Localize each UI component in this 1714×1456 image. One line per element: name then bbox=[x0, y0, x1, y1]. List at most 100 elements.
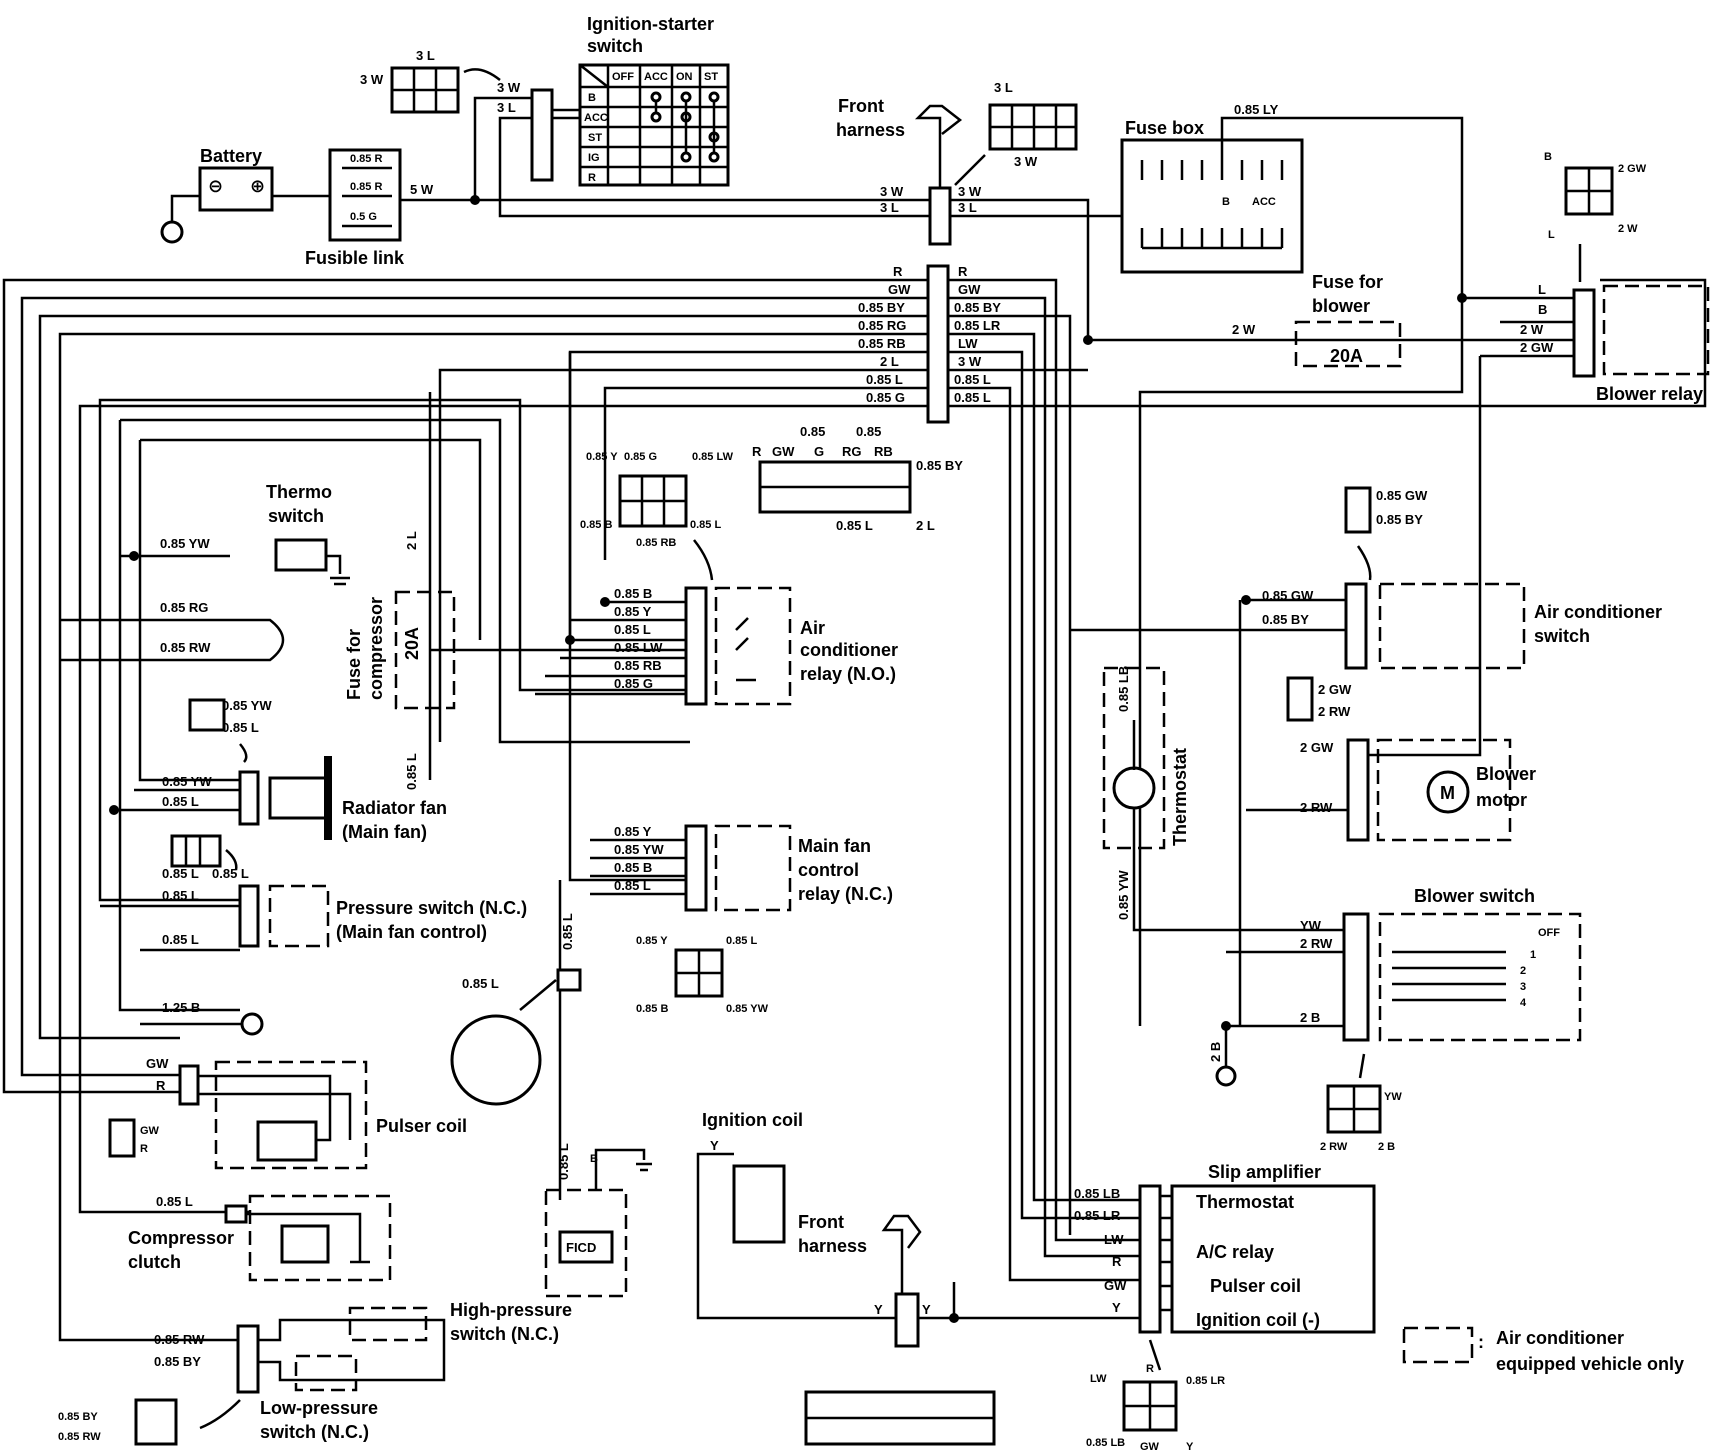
top-connector: 3 L 3 W bbox=[954, 80, 1078, 186]
pulser-conn-1: R bbox=[140, 1143, 148, 1155]
press-sw-conn-1: 0.85 L bbox=[212, 866, 249, 881]
ac-relay-w2: 0.85 L bbox=[614, 622, 651, 637]
pulser-w1: R bbox=[156, 1078, 166, 1093]
bm-conn-0: 2 GW bbox=[1318, 682, 1352, 697]
press-sw-line2: (Main fan control) bbox=[336, 922, 487, 942]
left-bundle bbox=[2, 278, 928, 1342]
trunk-left-7: 0.85 G bbox=[866, 390, 905, 405]
battery-neg: ⊖ bbox=[208, 176, 223, 196]
front-harness-top-2: harness bbox=[836, 120, 905, 140]
trunk-left-6: 0.85 L bbox=[866, 372, 903, 387]
blower-relay-w2: 2 W bbox=[1520, 322, 1544, 337]
ign-conn-top: 3 L bbox=[416, 48, 435, 63]
ignition-coil: Ignition coil Y bbox=[696, 1110, 900, 1320]
comp-fuse-top: 2 L bbox=[404, 531, 419, 550]
thermo-switch: Thermo switch 0.85 YW bbox=[120, 482, 350, 586]
fusible-wire-1: 0.85 R bbox=[350, 181, 382, 193]
slip-w0: 0.85 LB bbox=[1074, 1186, 1120, 1201]
fuse-for-blower: Fuse for blower 2 W 20A bbox=[1083, 272, 1420, 368]
mfr-conn-2: 0.85 B bbox=[636, 1003, 668, 1015]
ground-main-label: 1.25 B bbox=[162, 1000, 200, 1015]
blower-sw-conn-1: 2 RW bbox=[1320, 1141, 1348, 1153]
trunk-right-5: 3 W bbox=[958, 354, 982, 369]
trunk-in-right-1: 3 L bbox=[958, 200, 977, 215]
fuse-blower-in: 2 W bbox=[1232, 322, 1256, 337]
ign-row-acc: ACC bbox=[584, 112, 608, 124]
big-conn-g: G bbox=[814, 444, 824, 459]
ign-col-on: ON bbox=[676, 71, 693, 83]
comp-clutch-line2: clutch bbox=[128, 1252, 181, 1272]
mfr-conn-3: 0.85 YW bbox=[726, 1003, 769, 1015]
ign-wire-a: 3 W bbox=[497, 80, 521, 95]
acr-conn-4: 0.85 RB bbox=[636, 537, 676, 549]
ignition-switch: Ignition-starter switch OFF ACC ON ST B … bbox=[360, 14, 930, 218]
rad-fan-w0: 0.85 YW bbox=[162, 774, 212, 789]
mfr-line1: Main fan bbox=[798, 836, 871, 856]
fhb-wire-left: Y bbox=[874, 1302, 883, 1317]
blower-switch: Blower switch YW 2 RW 2 B OFF 1 2 3 4 2 … bbox=[1208, 810, 1582, 1153]
press-sw-w0: 0.85 L bbox=[162, 888, 199, 903]
lp-w1: 0.85 BY bbox=[154, 1354, 201, 1369]
trunk-in-right-0: 3 W bbox=[958, 184, 982, 199]
thermostat-top: 0.85 LB bbox=[1116, 666, 1131, 712]
trunk-left-4: 0.85 RB bbox=[858, 336, 906, 351]
front-harness-top: Front harness bbox=[836, 96, 963, 190]
right-bundle bbox=[948, 278, 1707, 1282]
blower-relay-w1: B bbox=[1538, 302, 1547, 317]
thermo-switch-line1: Thermo bbox=[266, 482, 332, 502]
ign-row-b: B bbox=[588, 92, 596, 104]
blower-relay-conn-2gw: 2 GW bbox=[1618, 163, 1647, 175]
ac-relay-w0: 0.85 B bbox=[614, 586, 652, 601]
fusible-link: 0.85 R 0.85 R 0.5 G Fusible link 5 W bbox=[305, 148, 480, 268]
legend-line2: equipped vehicle only bbox=[1496, 1354, 1684, 1374]
trunk-left-0: R bbox=[893, 264, 903, 279]
fhb-line2: harness bbox=[798, 1236, 867, 1256]
slip-item-3: Ignition coil (-) bbox=[1196, 1310, 1320, 1330]
legend-colon: : bbox=[1478, 1332, 1484, 1352]
fuse-box-b: B bbox=[1222, 196, 1230, 208]
lp-conn-0: 0.85 BY bbox=[58, 1411, 98, 1423]
legend-dashed-box bbox=[1402, 1326, 1474, 1364]
rad-fan-conn-1: 0.85 L bbox=[222, 720, 259, 735]
bm-w1: 2 RW bbox=[1300, 800, 1333, 815]
slip-conn-2: 0.85 LR bbox=[1186, 1375, 1225, 1387]
thermostat-label: Thermostat bbox=[1170, 748, 1190, 846]
fuse-box-acc: ACC bbox=[1252, 196, 1276, 208]
ac-sw-conn-1: 0.85 BY bbox=[1376, 512, 1423, 527]
blower-sw-label: Blower switch bbox=[1414, 886, 1535, 906]
fuse-box-feed: 0.85 LY bbox=[1234, 102, 1279, 117]
comp-fuse-line1: Fuse for bbox=[344, 629, 364, 700]
blower-sw-pos-3: 3 bbox=[1520, 981, 1526, 993]
ign-row-r: R bbox=[588, 172, 596, 184]
blower-relay-conn-2w: 2 W bbox=[1618, 223, 1638, 235]
blower-sw-pos-off: OFF bbox=[1538, 927, 1560, 939]
fuse-blower-rating: 20A bbox=[1330, 346, 1363, 366]
acr-conn-5: 0.85 L bbox=[690, 519, 721, 531]
press-sw-w1: 0.85 L bbox=[162, 932, 199, 947]
blower-sw-pos-2: 2 bbox=[1520, 965, 1526, 977]
slip-w3: R bbox=[1112, 1254, 1122, 1269]
slip-w2: LW bbox=[1104, 1232, 1124, 1247]
fusible-link-label: Fusible link bbox=[305, 248, 405, 268]
pulser-w0: GW bbox=[146, 1056, 169, 1071]
trunk-left-5: 2 L bbox=[880, 354, 899, 369]
ign-conn-left: 3 W bbox=[360, 72, 384, 87]
press-sw-line1: Pressure switch (N.C.) bbox=[336, 898, 527, 918]
mfr-w0: 0.85 Y bbox=[614, 824, 652, 839]
ac-switch: 0.85 GW 0.85 BY 0.85 GW 0.85 BY Air cond… bbox=[1070, 486, 1662, 670]
battery-pos: ⊕ bbox=[250, 176, 265, 196]
legend-line1: Air conditioner bbox=[1496, 1328, 1624, 1348]
slip-conn-3: 0.85 LB bbox=[1086, 1437, 1125, 1449]
ign-coil-label: Ignition coil bbox=[702, 1110, 803, 1130]
press-sw-conn-0: 0.85 L bbox=[162, 866, 199, 881]
slip-amplifier: Slip amplifier 0.85 LB 0.85 LR LW R GW Y… bbox=[1074, 1162, 1376, 1453]
trunk-in-left-0: 3 W bbox=[880, 184, 904, 199]
slip-w4: GW bbox=[1104, 1278, 1127, 1293]
ac-relay-line1: Air bbox=[800, 618, 825, 638]
fuse-box: Fuse box 0.85 LY B ACC bbox=[1120, 102, 1467, 303]
big-conn-r: R bbox=[752, 444, 762, 459]
blower-relay-w0: L bbox=[1538, 282, 1546, 297]
ground-main: 1.25 B bbox=[140, 1000, 264, 1036]
ign-col-off: OFF bbox=[612, 71, 634, 83]
lp-w0: 0.85 RW bbox=[154, 1332, 205, 1347]
